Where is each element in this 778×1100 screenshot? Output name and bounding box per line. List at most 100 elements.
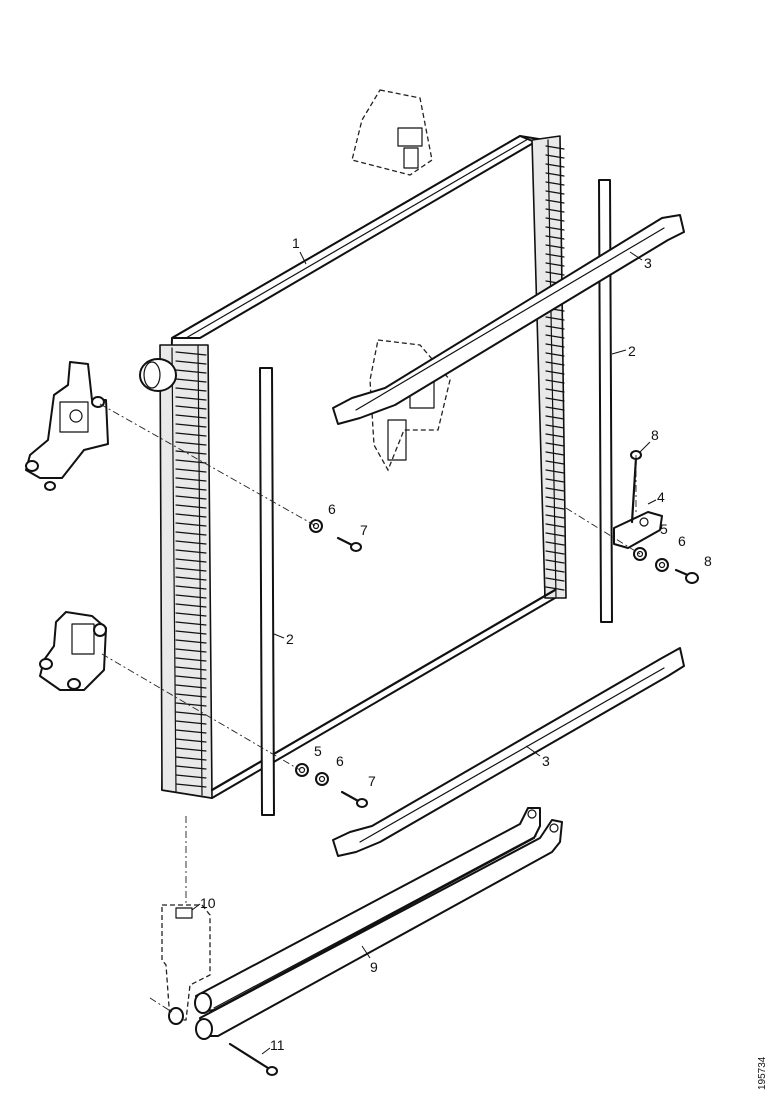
right-mount-bracket <box>613 450 663 549</box>
tank-rib <box>545 424 565 429</box>
tank-rib <box>545 370 565 375</box>
tank-rib <box>175 585 207 590</box>
tank-rib <box>175 603 207 608</box>
tank-rib <box>545 325 565 330</box>
support-frame <box>194 807 563 1040</box>
tank-rib <box>545 172 565 177</box>
tank-rib <box>175 549 207 554</box>
tank-rib <box>545 235 565 240</box>
tank-rib <box>175 774 207 779</box>
tank-rib <box>175 747 207 752</box>
tank-rib <box>175 522 207 527</box>
tank-rib <box>175 702 207 707</box>
tank-rib <box>545 343 565 348</box>
tank-rib <box>545 406 565 411</box>
tank-rib <box>545 469 565 474</box>
callout-bolt-left-lower: 7 <box>368 773 376 789</box>
tank-rib <box>175 594 207 599</box>
tank-rib <box>175 441 207 446</box>
tank-rib <box>545 226 565 231</box>
callout-radiator: 1 <box>292 235 300 251</box>
tank-rib <box>545 442 565 447</box>
callout-seal-strip-right: 2 <box>628 343 636 359</box>
tank-rib <box>175 351 207 356</box>
tank-rib <box>175 657 207 662</box>
fasteners <box>295 519 699 808</box>
tank-rib <box>545 181 565 186</box>
tank-rib <box>175 360 207 365</box>
callouts: 1 2 2 3 3 4 8 6 7 5 6 8 5 6 7 9 10 11 <box>191 235 712 1055</box>
tank-rib <box>545 217 565 222</box>
tank-rib <box>545 541 565 546</box>
callout-spacer-right: 6 <box>678 533 686 549</box>
tank-rib <box>175 693 207 698</box>
callout-upper-bracket: 3 <box>644 255 652 271</box>
tank-rib <box>545 559 565 564</box>
tank-rib <box>545 190 565 195</box>
callout-support-frame: 9 <box>370 959 378 975</box>
tank-rib <box>545 388 565 393</box>
callout-bolt-right: 8 <box>704 553 712 569</box>
callout-bottom-bolt: 11 <box>270 1037 285 1053</box>
tank-rib <box>545 244 565 249</box>
tank-rib <box>175 720 207 725</box>
hidden-bracket-top <box>351 89 433 176</box>
callout-support-plate: 10 <box>200 895 216 911</box>
tank-rib <box>175 558 207 563</box>
tank-rib <box>545 253 565 258</box>
tank-rib <box>175 765 207 770</box>
tank-rib <box>175 639 207 644</box>
tank-rib <box>175 576 207 581</box>
tank-rib <box>175 630 207 635</box>
callout-lower-bracket: 3 <box>542 753 550 769</box>
callout-mount-bracket: 4 <box>657 489 665 505</box>
tank-rib <box>545 496 565 501</box>
tank-rib <box>175 432 207 437</box>
seal-strip-left <box>259 367 275 816</box>
tank-rib <box>175 612 207 617</box>
callout-bolt-left-upper: 7 <box>360 522 368 538</box>
tank-rib <box>545 523 565 528</box>
tank-rib <box>175 711 207 716</box>
left-upper-mount <box>25 361 109 491</box>
tank-rib <box>545 433 565 438</box>
callout-spacer-left-upper: 6 <box>328 501 336 517</box>
tank-rib <box>545 154 565 159</box>
tank-rib <box>545 514 565 519</box>
tank-rib <box>175 423 207 428</box>
tank-rib <box>545 460 565 465</box>
tank-rib <box>175 783 207 788</box>
tank-rib <box>545 208 565 213</box>
assembly-leaders <box>99 403 641 905</box>
radiator-tank-ribs <box>175 145 565 788</box>
bottom-bolt <box>149 997 278 1076</box>
document-id: 195734 <box>757 1056 768 1090</box>
tank-rib <box>545 478 565 483</box>
tank-rib <box>545 415 565 420</box>
tank-rib <box>175 486 207 491</box>
tank-rib <box>545 352 565 357</box>
tank-rib <box>545 505 565 510</box>
tank-rib <box>175 621 207 626</box>
callout-washer-left: 5 <box>314 743 322 759</box>
tank-rib <box>545 487 565 492</box>
tank-rib <box>175 369 207 374</box>
seal-strip-right <box>598 179 613 623</box>
callout-seal-strip-left: 2 <box>286 631 294 647</box>
tank-rib <box>545 532 565 537</box>
callout-bolt-vertical: 8 <box>651 427 659 443</box>
tank-rib <box>545 379 565 384</box>
radiator <box>139 135 567 799</box>
tank-rib <box>545 334 565 339</box>
tank-rib <box>545 199 565 204</box>
tank-rib <box>175 684 207 689</box>
lower-bracket <box>332 647 685 857</box>
tank-rib <box>175 405 207 410</box>
tank-rib <box>175 675 207 680</box>
tank-rib <box>175 459 207 464</box>
tank-rib <box>545 577 565 582</box>
tank-rib <box>545 568 565 573</box>
tank-rib <box>175 738 207 743</box>
tank-rib <box>545 316 565 321</box>
